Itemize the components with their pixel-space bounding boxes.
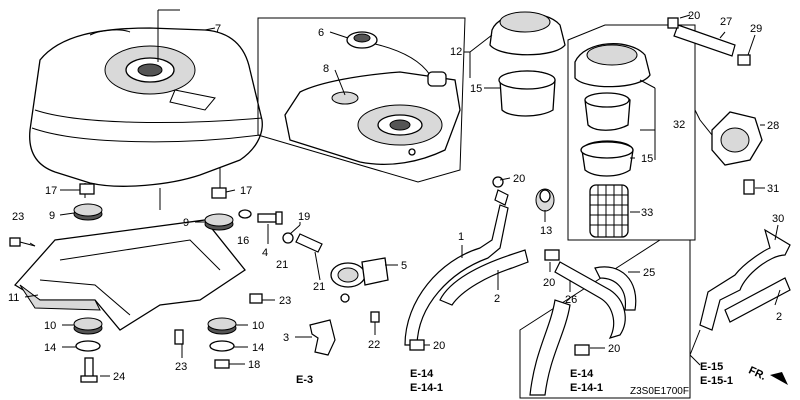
clip-22 bbox=[370, 311, 380, 323]
callout-20a: 20 bbox=[513, 173, 525, 185]
callout-31: 31 bbox=[767, 183, 779, 195]
callout-29: 29 bbox=[750, 23, 762, 35]
fuel-valve bbox=[330, 257, 389, 303]
callout-4: 4 bbox=[262, 247, 268, 259]
reference-labels: E-3 E-14 E-14-1 E-14 E-14-1 E-15 E-15-1 bbox=[296, 361, 733, 394]
vacuum-valve-28 bbox=[699, 111, 763, 166]
callout-15b: 15 bbox=[641, 153, 653, 165]
hose-clip-20-lower bbox=[409, 339, 425, 351]
callout-9b: 9 bbox=[183, 217, 189, 229]
fuel-joint-4 bbox=[257, 211, 283, 225]
callout-14b: 14 bbox=[252, 342, 264, 354]
ref-e15-1: E-15-1 bbox=[700, 375, 733, 387]
callout-20d: 20 bbox=[608, 343, 620, 355]
callout-16: 16 bbox=[237, 235, 249, 247]
joint-hose-19 bbox=[282, 232, 323, 253]
callout-2b: 2 bbox=[776, 311, 782, 323]
callout-23b: 23 bbox=[279, 295, 291, 307]
ref-e14-right: E-14 bbox=[570, 368, 594, 380]
tube-27 bbox=[667, 17, 751, 66]
callout-25: 25 bbox=[643, 267, 655, 279]
breather-tube-box bbox=[519, 239, 691, 399]
callout-23a: 23 bbox=[12, 211, 24, 223]
callout-17b: 17 bbox=[240, 185, 252, 197]
callout-15a: 15 bbox=[470, 83, 482, 95]
fuel-tube-2 bbox=[439, 249, 529, 306]
callout-23c: 23 bbox=[175, 361, 187, 373]
callout-17a: 17 bbox=[45, 185, 57, 197]
callout-27: 27 bbox=[720, 16, 732, 28]
callout-13: 13 bbox=[540, 225, 552, 237]
ref-e14-left: E-14 bbox=[410, 368, 434, 380]
callout-1: 1 bbox=[458, 231, 464, 243]
callout-26: 26 bbox=[565, 294, 577, 306]
leader-lines bbox=[24, 9, 781, 377]
callout-30: 30 bbox=[772, 213, 784, 225]
callout-10a: 10 bbox=[44, 320, 56, 332]
fuel-tank bbox=[29, 27, 263, 210]
bolt-31 bbox=[743, 179, 755, 195]
fuel-gauge-cap bbox=[346, 31, 447, 87]
callout-8: 8 bbox=[323, 63, 329, 75]
tube-30-2 bbox=[699, 228, 791, 331]
callout-10b: 10 bbox=[252, 320, 264, 332]
ref-e3: E-3 bbox=[296, 374, 313, 386]
callout-3: 3 bbox=[283, 332, 289, 344]
callout-19: 19 bbox=[298, 211, 310, 223]
callout-20b: 20 bbox=[433, 340, 445, 352]
grommet-13 bbox=[535, 188, 555, 212]
callout-21b: 21 bbox=[313, 281, 325, 293]
callout-32: 32 bbox=[673, 119, 685, 131]
callout-7: 7 bbox=[215, 23, 221, 35]
tank-mounting-plate bbox=[13, 219, 246, 331]
front-direction-arrow: FR. bbox=[747, 364, 788, 385]
callout-22: 22 bbox=[368, 339, 380, 351]
ref-e14-1-right: E-14-1 bbox=[570, 382, 603, 394]
callout-12: 12 bbox=[450, 46, 462, 58]
callout-6: 6 bbox=[318, 27, 324, 39]
callout-labels: 7 8 6 12 15 32 15 33 17 9 17 9 16 23 11 … bbox=[8, 10, 784, 383]
callout-21a: 21 bbox=[276, 259, 288, 271]
diagram-code: Z3S0E1700F bbox=[630, 386, 689, 397]
hose-elbow-3 bbox=[309, 319, 336, 356]
callout-5: 5 bbox=[401, 260, 407, 272]
callout-28: 28 bbox=[767, 120, 779, 132]
front-label: FR. bbox=[747, 364, 768, 382]
callout-18: 18 bbox=[248, 359, 260, 371]
tank-cover-group bbox=[257, 17, 466, 183]
callout-11: 11 bbox=[8, 292, 19, 304]
callout-33: 33 bbox=[641, 207, 653, 219]
ref-e15: E-15 bbox=[700, 361, 723, 373]
filler-cap-assembly-box bbox=[567, 24, 696, 241]
callout-2a: 2 bbox=[494, 293, 500, 305]
callout-20c: 20 bbox=[543, 277, 555, 289]
callout-24: 24 bbox=[113, 371, 125, 383]
fuel-filler-cap bbox=[489, 11, 566, 117]
fuel-strainer-screen bbox=[589, 184, 629, 238]
callout-14a: 14 bbox=[44, 342, 56, 354]
callout-20e: 20 bbox=[688, 10, 700, 22]
mounting-hardware bbox=[9, 183, 263, 383]
callout-9a: 9 bbox=[49, 210, 55, 222]
fuel-tube-1 bbox=[404, 176, 509, 346]
ref-e14-1-left: E-14-1 bbox=[410, 382, 443, 394]
